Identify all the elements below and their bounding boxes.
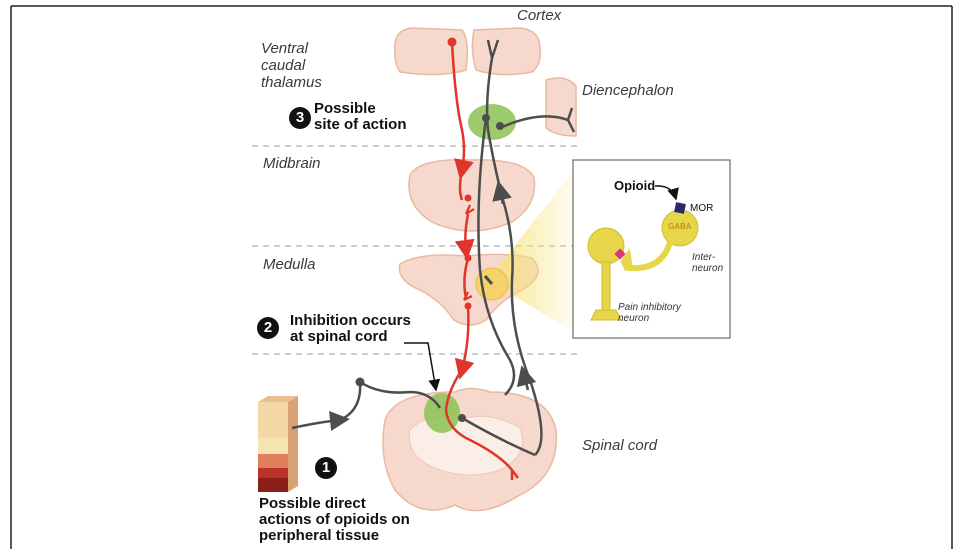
peripheral-afferent — [340, 382, 360, 420]
thalamic-relay-neuron — [496, 122, 504, 130]
midbrain-section — [409, 160, 535, 231]
mor-receptor — [674, 202, 686, 214]
cortex-left-hemisphere — [395, 28, 468, 75]
cortex-label: Cortex — [517, 7, 561, 24]
thalamus-label: Ventral caudal thalamus — [261, 40, 322, 91]
step-1-text: Possible direct actions of opioids on pe… — [259, 496, 410, 544]
step2-callout-line — [404, 343, 436, 390]
peripheral-tissue-block — [258, 396, 298, 492]
mor-label: MOR — [690, 203, 713, 214]
peripheral-afferent-arrow — [292, 420, 340, 428]
diencephalon-label: Diencephalon — [582, 82, 674, 99]
step-2-badge: 2 — [257, 317, 279, 339]
pain-inhibitory-neuron-label: Pain inhibitory neuron — [618, 302, 681, 324]
medulla-label: Medulla — [263, 256, 316, 273]
step-3-text: Possible site of action — [314, 101, 407, 133]
midbrain-label: Midbrain — [263, 155, 321, 172]
step-2-text: Inhibition occurs at spinal cord — [290, 313, 411, 345]
opioid-label: Opioid — [614, 178, 655, 193]
spinal-cord-label: Spinal cord — [582, 437, 657, 454]
thalamus-site-of-action — [468, 104, 516, 140]
spinal-site-of-action — [424, 393, 460, 433]
step-3-badge: 3 — [289, 107, 311, 129]
midbrain-relay-red — [465, 195, 472, 202]
gaba-label: GABA — [668, 222, 692, 231]
cortex-right-hemisphere — [472, 28, 540, 75]
ascending-arrow-lower — [524, 375, 528, 390]
step-1-badge: 1 — [315, 457, 337, 479]
interneuron-label: Inter- neuron — [692, 252, 723, 274]
